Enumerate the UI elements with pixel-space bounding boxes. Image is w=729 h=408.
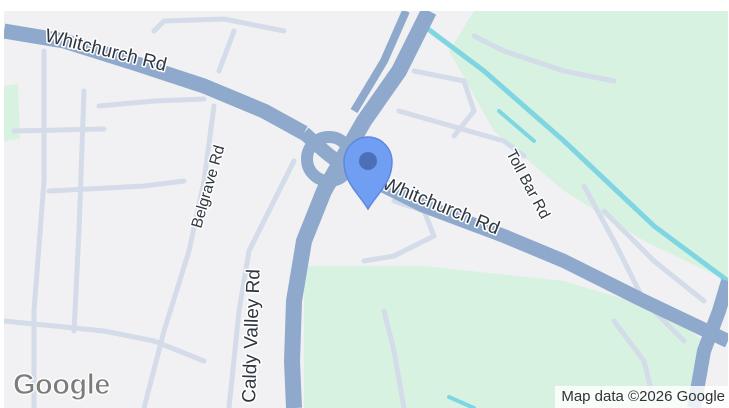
whitchurch-rd-west-road (4, 23, 308, 140)
water-south (447, 395, 476, 408)
park-areas (4, 11, 728, 408)
park-area-northeast (449, 11, 728, 281)
east-road (687, 278, 728, 408)
map-attribution[interactable]: Map data ©2026 Google (555, 386, 728, 408)
caldy-valley-rd-road (284, 11, 437, 408)
location-pin-icon[interactable] (343, 136, 393, 211)
whitchurch-rd-east-road (350, 164, 728, 348)
canal-branch (497, 109, 536, 143)
park-area-west (4, 84, 20, 141)
map-view[interactable]: Whitchurch Rd Whitchurch Rd Belgrave Rd … (4, 11, 728, 408)
canal-line (421, 23, 728, 284)
park-area-south (304, 266, 704, 408)
water-lines (421, 23, 728, 408)
google-logo[interactable]: Google (13, 369, 111, 402)
